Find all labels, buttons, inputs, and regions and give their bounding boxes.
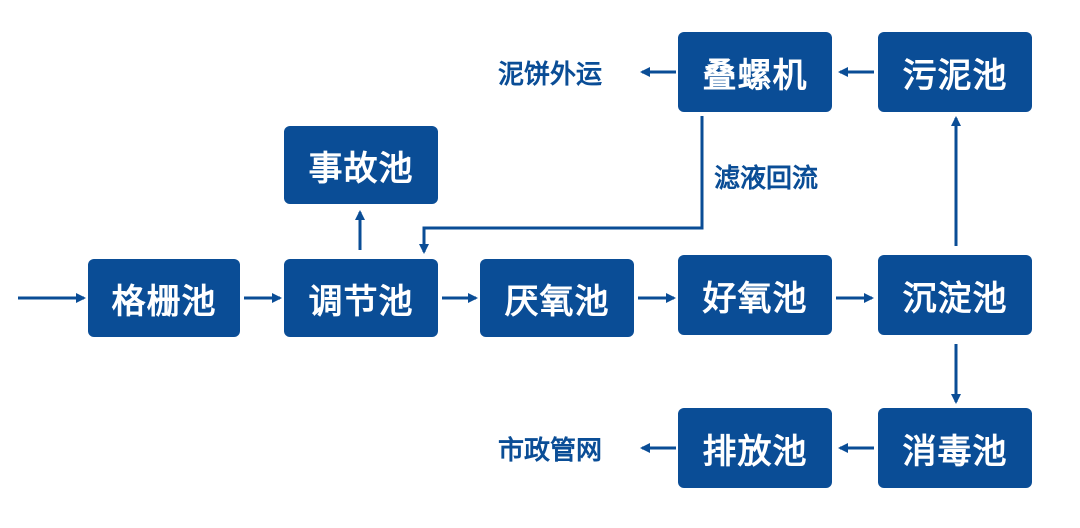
node-aerobic: 好氧池: [678, 255, 832, 335]
label-filtrate-return: 滤液回流: [714, 164, 819, 194]
node-disinfection: 消毒池: [878, 408, 1032, 488]
node-accident: 事故池: [284, 126, 438, 204]
label-municipal: 市政管网: [498, 436, 603, 466]
node-sedimentation: 沉淀池: [878, 255, 1032, 335]
node-regulating: 调节池: [284, 259, 438, 337]
node-screw-press: 叠螺机: [678, 32, 832, 112]
node-sludge: 污泥池: [878, 32, 1032, 112]
label-cake-transport: 泥饼外运: [498, 60, 603, 90]
node-discharge: 排放池: [678, 408, 832, 488]
arrow-filtrate-return: [419, 116, 704, 254]
node-grille: 格栅池: [88, 259, 240, 337]
node-anaerobic: 厌氧池: [480, 259, 634, 337]
